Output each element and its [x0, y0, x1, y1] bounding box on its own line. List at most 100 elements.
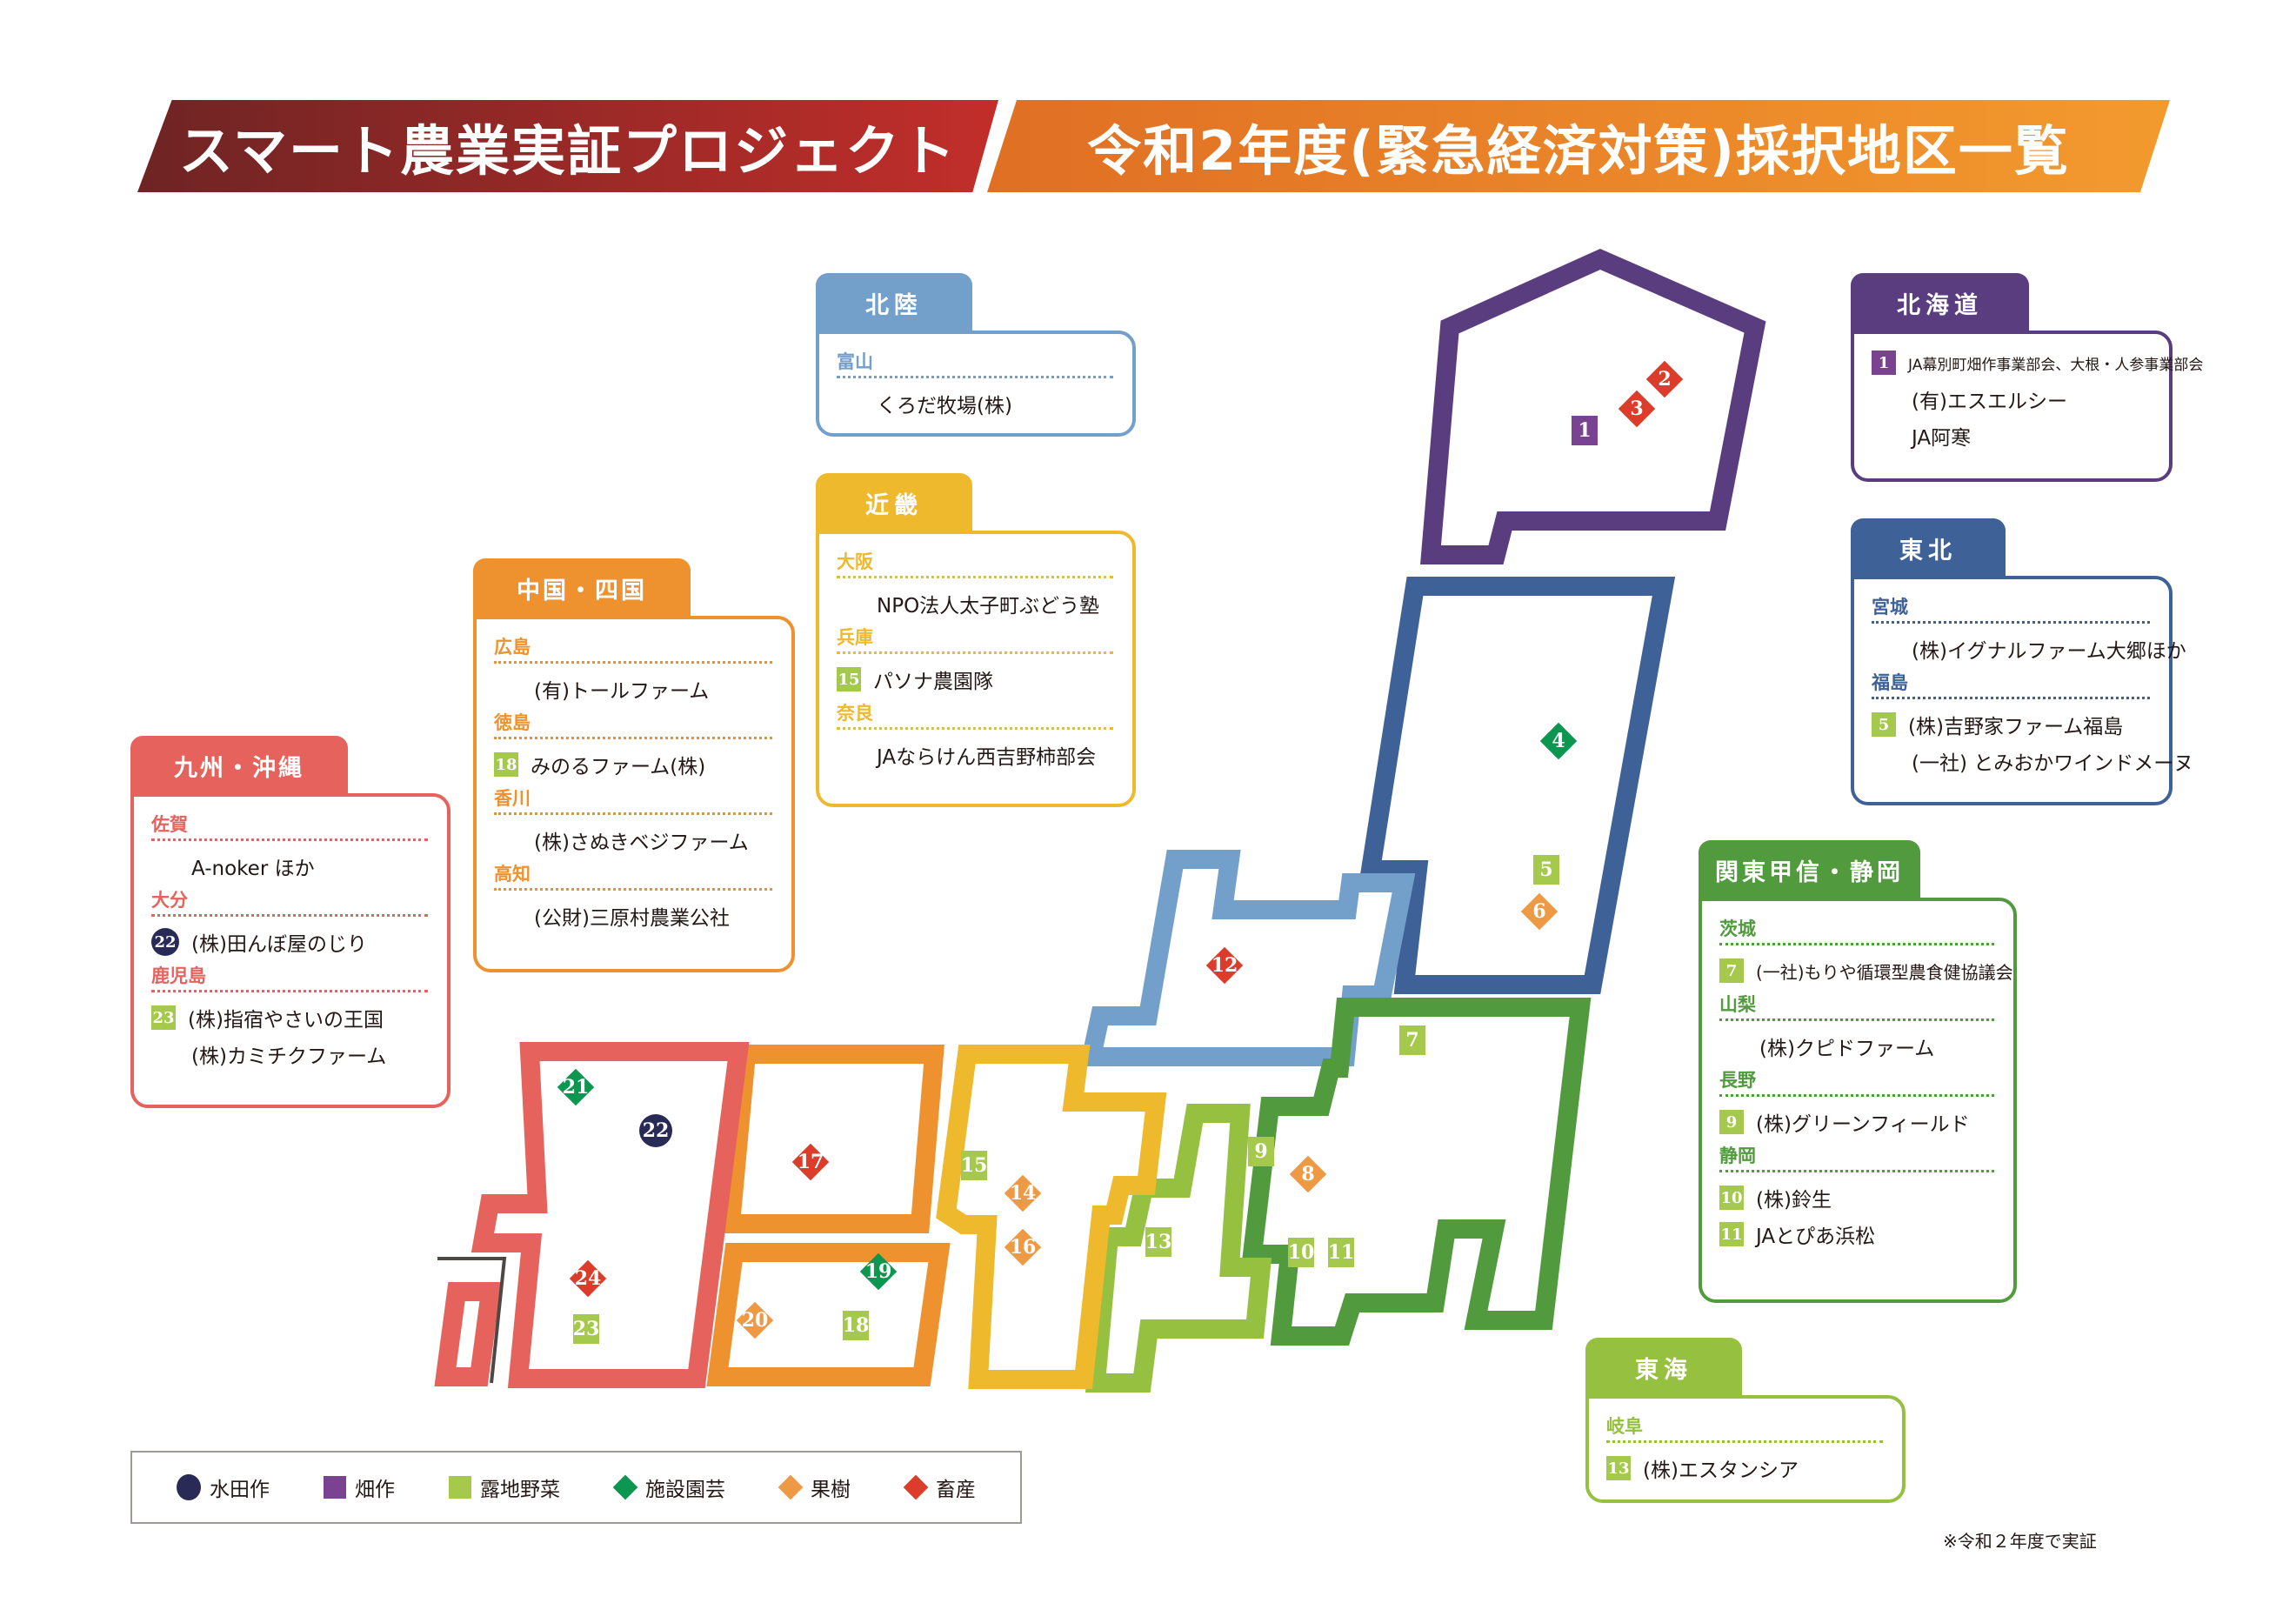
livestock-icon: 3	[1879, 426, 1892, 445]
field-crop-icon: 1	[1872, 351, 1896, 375]
card-body: 広島 17 (有)トールファーム 徳島 18 みのるファーム(株) 香川 19 …	[473, 616, 795, 972]
title-left: スマート農業実証プロジェクト	[178, 119, 958, 183]
greenhouse-icon: 4	[1879, 639, 1892, 658]
pref-label: 静岡	[1719, 1145, 1756, 1166]
divider	[1719, 1170, 1994, 1172]
legend-item-roji: 露地野菜	[449, 1473, 560, 1502]
pref-label: 鹿児島	[151, 965, 206, 986]
map-marker-8: 8	[1289, 1155, 1327, 1193]
region-okinawa	[434, 1282, 502, 1386]
field-crop-icon	[324, 1476, 346, 1499]
vegetable-icon: 23	[151, 1005, 176, 1030]
vegetable-icon: 11	[1719, 1222, 1744, 1246]
map-marker-14: 14	[1004, 1174, 1042, 1212]
card-hokuriku: 北陸 富山 12 くろだ牧場(株)	[816, 273, 1136, 437]
list-item: 17 (有)トールファーム	[494, 671, 772, 707]
divider	[1719, 1094, 1994, 1097]
map-marker-6: 6	[1520, 892, 1558, 931]
tab-chugoku-shikoku: 中国・四国	[473, 558, 691, 618]
fruit-icon: 20	[497, 906, 519, 925]
region-hokuriku	[1079, 850, 1416, 1066]
map-marker-3: 3	[1618, 390, 1656, 428]
livestock-icon: 12	[839, 394, 862, 413]
map-marker-13: 13	[1145, 1227, 1171, 1257]
legend-item-chikusan: 畜産	[903, 1473, 976, 1502]
region-kyushu	[471, 1042, 750, 1388]
card-body: 1 JA幕別町畑作事業部会、大根・人参事業部会 2 (有)エスエルシー 3 JA…	[1851, 331, 2203, 482]
fruit-icon	[778, 1474, 804, 1500]
list-item: 15 パソナ農園隊	[837, 661, 1113, 698]
list-item: 5 (株)吉野家ファーム福島	[1872, 706, 2150, 743]
region-tohoku	[1359, 577, 1676, 994]
map-marker-2: 2	[1645, 360, 1684, 398]
tab-kyushu: 九州・沖縄	[130, 736, 348, 795]
divider	[151, 838, 428, 841]
list-item: 18 みのるファーム(株)	[494, 746, 772, 783]
title-right: 令和2年度(緊急経済対策)採択地区一覧	[1087, 119, 2070, 183]
okinawa-divider	[437, 1257, 507, 1384]
divider	[1872, 697, 2150, 699]
list-item: 9 (株)グリーンフィールド	[1719, 1104, 1994, 1140]
livestock-icon: 17	[497, 679, 519, 698]
map-marker-24: 24	[569, 1259, 607, 1298]
pref-label: 富山	[837, 351, 873, 372]
card-body: 大阪 14 NPO法人太子町ぶどう塾 兵庫 15 パソナ農園隊 奈良 16 JA…	[816, 531, 1136, 807]
list-item: 20 (公財)三原村農業公社	[494, 898, 772, 934]
pref-label: 茨城	[1719, 918, 1756, 939]
pref-label: 徳島	[494, 712, 531, 733]
pref-label: 高知	[494, 864, 531, 885]
map-marker-23: 23	[573, 1314, 599, 1344]
fruit-icon: 14	[839, 594, 862, 613]
title-banner-right: 令和2年度(緊急経済対策)採択地区一覧	[987, 100, 2170, 192]
tab-kanto: 関東甲信・静岡	[1699, 840, 1920, 899]
card-body: 富山 12 くろだ牧場(株)	[816, 331, 1136, 437]
map-marker-12: 12	[1205, 946, 1244, 985]
map-marker-1: 1	[1572, 416, 1598, 445]
card-tohoku: 東北 宮城 4 (株)イグナルファーム大郷ほか 福島 5 (株)吉野家ファーム福…	[1851, 518, 2193, 805]
legend: 水田作 畑作 露地野菜 施設園芸 果樹 畜産	[130, 1451, 1022, 1524]
livestock-icon: 24	[154, 1045, 177, 1064]
card-body: 茨城 7 (一社)もりや循環型農食健協議会 山梨 8 (株)クピドファーム 長野…	[1699, 898, 2017, 1303]
tab-hokuriku: 北陸	[816, 273, 972, 332]
divider	[1872, 621, 2150, 624]
divider	[1606, 1440, 1883, 1443]
map-marker-17: 17	[791, 1143, 830, 1181]
pref-label: 兵庫	[837, 627, 873, 648]
list-item: 10 (株)鈴生	[1719, 1179, 1994, 1216]
list-item: 2 (有)エスエルシー	[1872, 381, 2150, 417]
pref-label: 大阪	[837, 551, 873, 572]
divider	[151, 914, 428, 917]
tab-tohoku: 東北	[1851, 518, 2006, 578]
map-marker-16: 16	[1004, 1228, 1042, 1266]
list-item: 19 (株)さぬきベジファーム	[494, 822, 772, 858]
divider	[837, 651, 1113, 654]
vegetable-icon: 7	[1719, 958, 1744, 983]
pref-label: 宮城	[1872, 597, 1908, 618]
list-item: 3 JA阿寒	[1872, 417, 2150, 454]
fruit-icon: 6	[1879, 751, 1892, 771]
tab-hokkaido: 北海道	[1851, 273, 2029, 332]
divider	[494, 661, 772, 664]
pref-label: 長野	[1719, 1070, 1756, 1091]
list-item: 13 (株)エスタンシア	[1606, 1450, 1883, 1486]
list-item: 11 JAとぴあ浜松	[1719, 1216, 1994, 1252]
pref-label: 奈良	[837, 703, 873, 724]
fruit-icon: 16	[839, 745, 862, 765]
pref-label: 香川	[494, 788, 531, 809]
divider	[494, 737, 772, 739]
region-tokai	[1085, 1104, 1272, 1393]
card-kyushu: 九州・沖縄 佐賀 21 A-noker ほか 大分 22 (株)田んぼ屋のじり …	[130, 736, 451, 1108]
card-kanto: 関東甲信・静岡 茨城 7 (一社)もりや循環型農食健協議会 山梨 8 (株)クピ…	[1699, 840, 2017, 1303]
map-marker-15: 15	[961, 1151, 987, 1180]
list-item: 24 (株)カミチクファーム	[151, 1036, 428, 1072]
map-marker-9: 9	[1248, 1137, 1274, 1166]
list-item: 8 (株)クピドファーム	[1719, 1028, 1994, 1065]
map-marker-20: 20	[736, 1301, 774, 1339]
title-banner-left: スマート農業実証プロジェクト	[137, 100, 998, 192]
card-hokkaido: 北海道 1 JA幕別町畑作事業部会、大根・人参事業部会 2 (有)エスエルシー …	[1851, 273, 2203, 482]
map-marker-4: 4	[1539, 722, 1578, 760]
pref-label: 岐阜	[1606, 1416, 1643, 1437]
map-marker-21: 21	[557, 1068, 595, 1106]
footnote: ※令和２年度で実証	[1943, 1531, 2097, 1552]
